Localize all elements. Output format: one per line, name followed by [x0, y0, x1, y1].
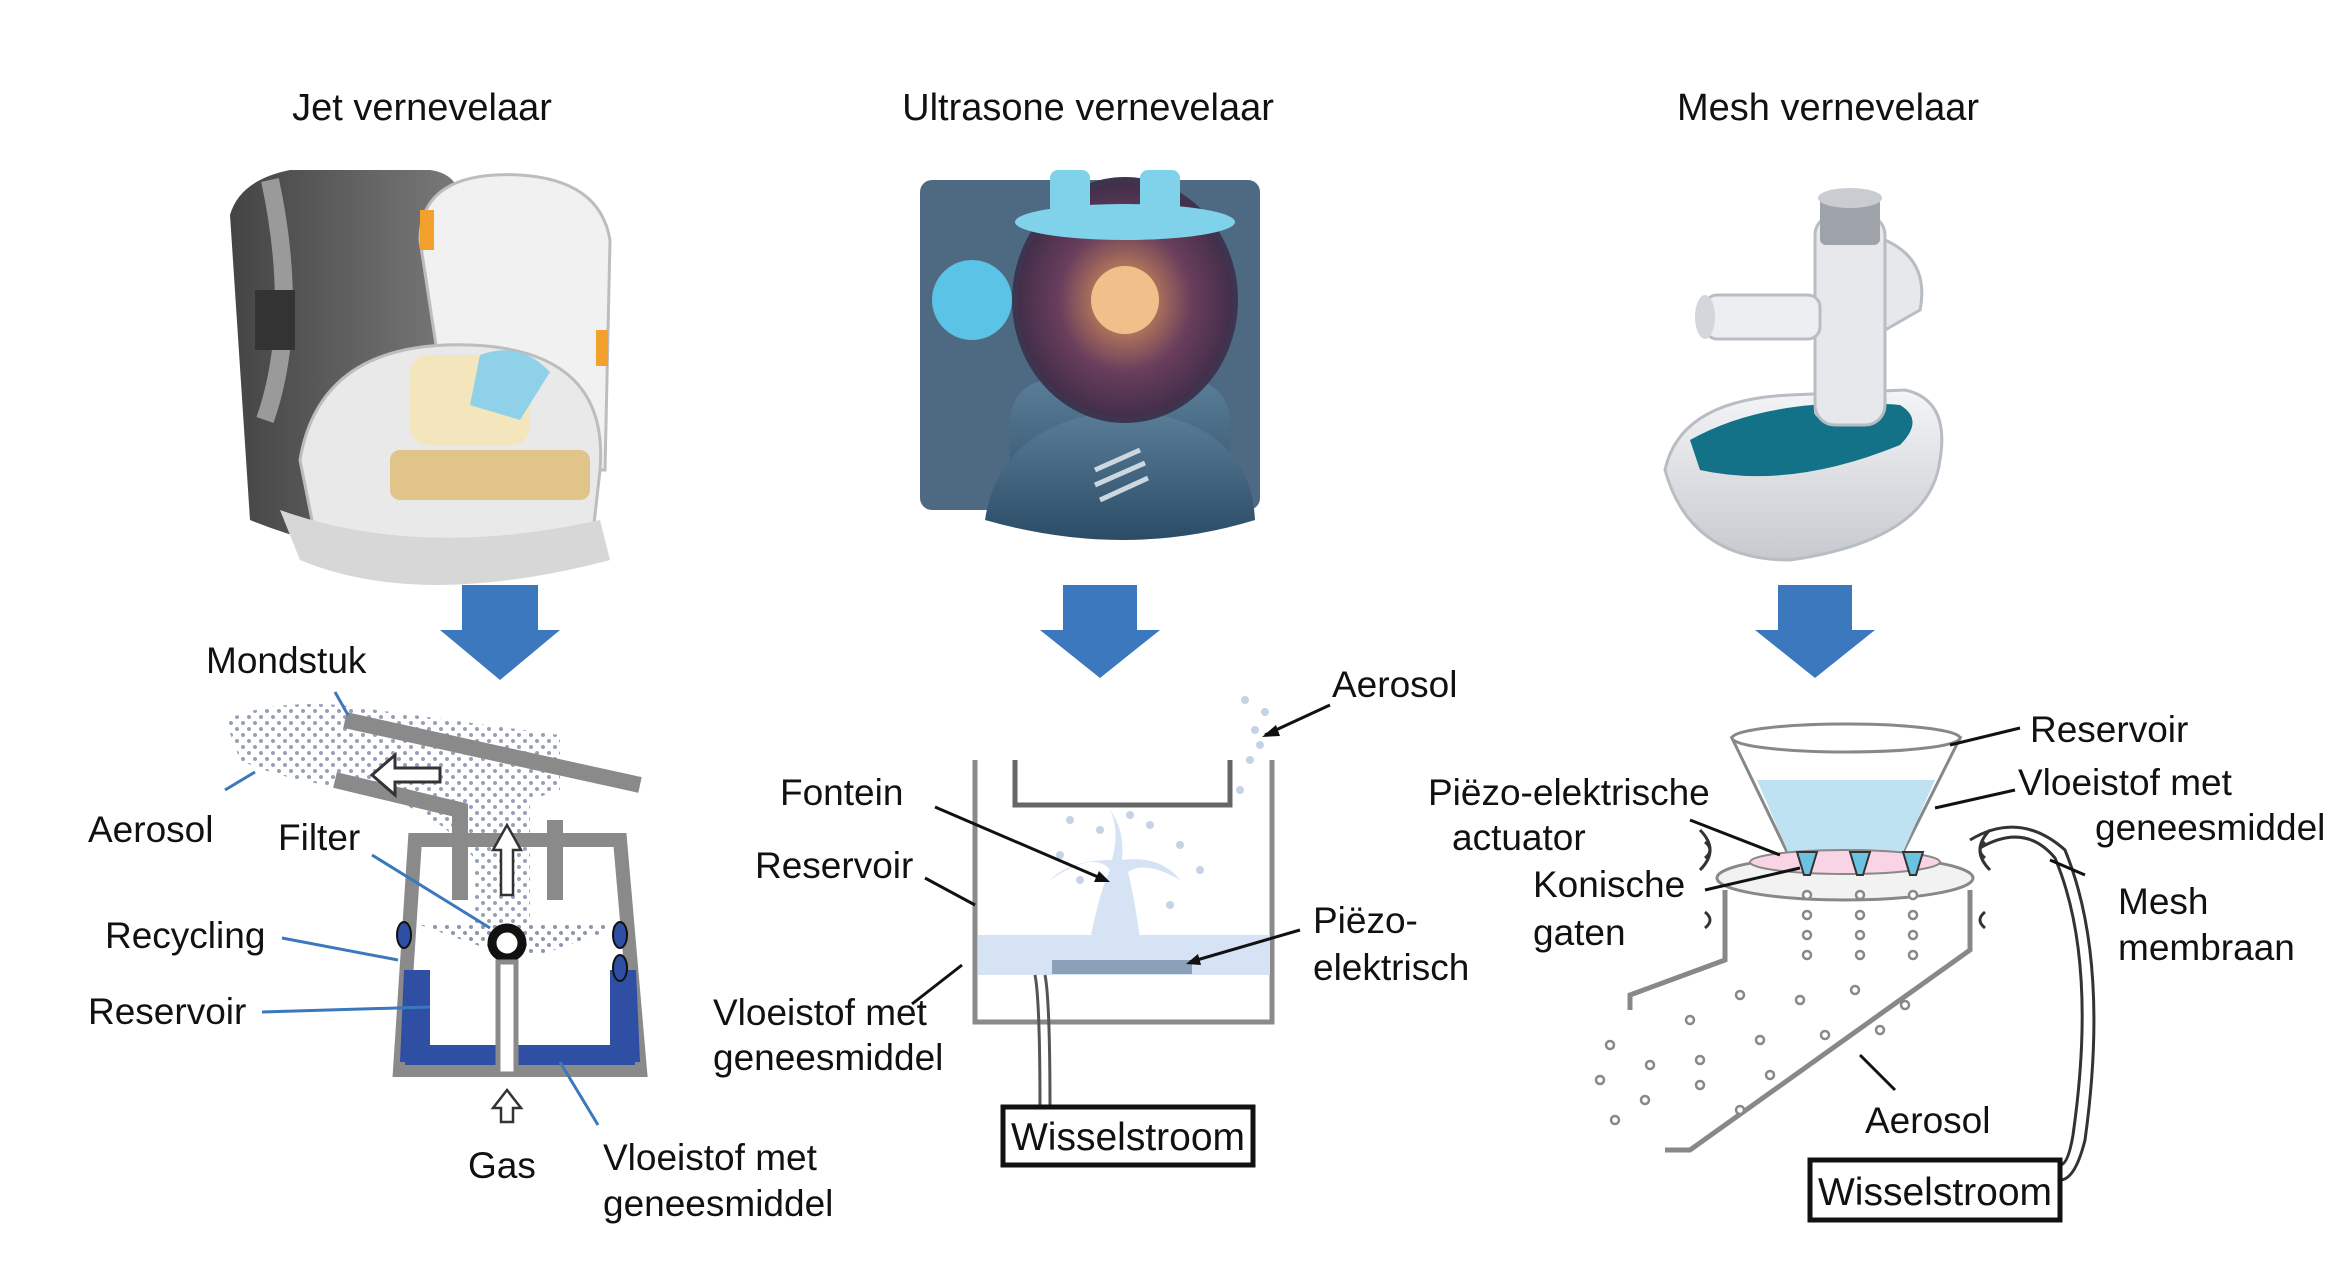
ultrasonic-label-liquid-line1: Vloeistof met: [713, 992, 928, 1033]
ultrasonic-label-piezo-line1: Piëzo-: [1313, 900, 1418, 941]
mesh-label-ac: Wisselstroom: [1818, 1171, 2052, 1214]
mesh-label-holes-line1: Konische: [1533, 864, 1685, 905]
mesh-label-reservoir: Reservoir: [2030, 709, 2188, 750]
ultrasonic-label-liquid-line2: geneesmiddel: [713, 1037, 943, 1078]
ultrasonic-label-reservoir: Reservoir: [755, 845, 913, 886]
down-arrow-ultrasonic: [1040, 585, 1160, 678]
mesh-label-liquid-line1: Vloeistof met: [2018, 762, 2233, 803]
mesh-label-actuator-line2: actuator: [1452, 817, 1586, 858]
mesh-label-aerosol: Aerosol: [1865, 1100, 1990, 1141]
mesh-label-membrane-line1: Mesh: [2118, 881, 2208, 922]
jet-label-liquid-line1: Vloeistof met: [603, 1137, 818, 1178]
jet-nebulizer-photo: [230, 170, 612, 585]
title-mesh-nebulizer: Mesh vernevelaar: [1677, 87, 1979, 129]
down-arrow-mesh: [1755, 585, 1875, 678]
ultrasonic-label-aerosol: Aerosol: [1332, 664, 1457, 705]
ultrasonic-label-ac: Wisselstroom: [1011, 1116, 1245, 1159]
jet-label-recycling: Recycling: [105, 915, 265, 956]
title-ultrasonic-nebulizer: Ultrasone vernevelaar: [902, 87, 1274, 129]
mesh-diagram: [1594, 722, 2096, 1223]
jet-label-filter: Filter: [278, 817, 360, 858]
mesh-aerosol-droplets: [1594, 889, 1919, 1126]
down-arrows: [440, 585, 1875, 680]
ultrasonic-label-fountain: Fontein: [780, 772, 903, 813]
jet-diagram: [224, 691, 648, 1126]
ultrasonic-diagram: [911, 696, 1331, 1168]
mesh-nebulizer-photo: [1663, 188, 1944, 562]
mesh-label-membrane-line2: membraan: [2118, 927, 2295, 968]
ultrasonic-nebulizer-photo: [920, 170, 1260, 540]
mesh-label-liquid-line2: geneesmiddel: [2095, 807, 2325, 848]
down-arrow-jet: [440, 585, 560, 680]
jet-label-aerosol: Aerosol: [88, 809, 213, 850]
mesh-label-actuator-line1: Piëzo-elektrische: [1428, 772, 1710, 813]
jet-label-liquid-line2: geneesmiddel: [603, 1183, 833, 1224]
jet-label-gas: Gas: [468, 1145, 536, 1186]
mesh-ac-box: [1807, 1157, 2063, 1223]
ultrasonic-label-piezo-line2: elektrisch: [1313, 947, 1469, 988]
jet-label-mouthpiece: Mondstuk: [206, 640, 367, 681]
title-jet-nebulizer: Jet vernevelaar: [292, 87, 552, 129]
ultrasonic-ac-box: [1000, 1104, 1256, 1168]
jet-label-reservoir: Reservoir: [88, 991, 246, 1032]
mesh-label-holes-line2: gaten: [1533, 912, 1626, 953]
